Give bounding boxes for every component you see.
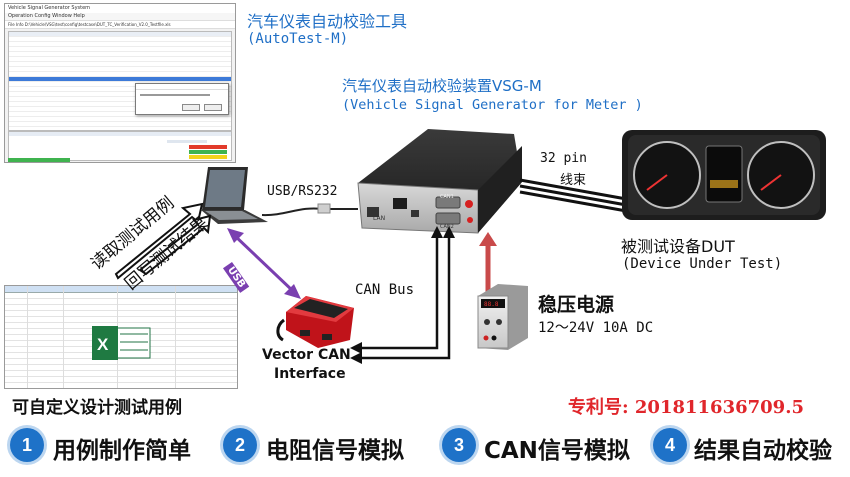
svg-text:X: X (97, 335, 109, 354)
power-supply: 88.8 (477, 284, 528, 350)
feature-2-label: 电阻信号模拟 (266, 438, 404, 464)
status-panel (8, 131, 232, 161)
usb-connector (317, 203, 331, 214)
status-led-icon (465, 200, 473, 208)
feature-3-label: CAN信号模拟 (484, 438, 630, 464)
dut-cluster (622, 130, 826, 220)
feature-4-badge: 4 (653, 428, 687, 462)
software-title-cn: 汽车仪表自动校验工具 (247, 12, 408, 31)
feature-3-badge: 3 (442, 428, 476, 462)
can-bus-label: CAN Bus (355, 282, 415, 298)
device-title-en: (Vehicle Signal Generator for Meter ) (342, 97, 643, 113)
feature-2-badge: 2 (223, 428, 257, 462)
feature-1-badge: 1 (10, 428, 44, 462)
message-dialog (135, 83, 229, 115)
excel-icon: X (92, 326, 151, 360)
vector-label-line1: Vector CAN (262, 347, 351, 363)
device-title-cn: 汽车仪表自动校验装置VSG-M (342, 77, 542, 95)
usb-rs232-label: USB/RS232 (267, 184, 338, 199)
software-title-en: (AutoTest-M) (247, 31, 349, 47)
dut-title-en: (Device Under Test) (622, 256, 783, 272)
lan-port (367, 207, 379, 217)
testcase-grid (8, 31, 232, 131)
software-screenshot: Vehicle Signal Generator System Operatio… (4, 3, 236, 163)
can2-port-label: CAN2 (440, 224, 454, 230)
software-window-title: Vehicle Signal Generator System (5, 4, 235, 13)
can2-port (435, 212, 461, 225)
feature-4-label: 结果自动校验 (694, 438, 832, 464)
pin-count-label: 32 pin (540, 151, 587, 166)
read-write-arrows (114, 202, 212, 280)
svg-text:88.8: 88.8 (484, 301, 499, 308)
patent-number: 专利号: 201811636709.5 (568, 397, 804, 418)
lan-port-label: LAN (373, 215, 386, 222)
power-title: 稳压电源 (538, 294, 615, 316)
power-spec: 12～24V 10A DC (538, 320, 654, 336)
laptop (201, 167, 268, 224)
feature-1-label: 用例制作简单 (53, 438, 191, 464)
spreadsheet-caption: 可自定义设计测试用例 (12, 398, 182, 418)
vector-can-device (276, 296, 354, 348)
vsg-device (357, 129, 522, 234)
progress-bar (8, 158, 70, 162)
software-menubar: Operation Config Window Help (5, 13, 235, 20)
dut-title-cn: 被测试设备DUT (621, 237, 735, 256)
can-bus-cable (358, 233, 451, 360)
software-pathbar: File Info D:\Vehicle\VSG\test\config\tes… (5, 20, 235, 29)
harness-label: 线束 (560, 173, 587, 188)
vector-label-line2: Interface (274, 366, 346, 382)
can1-port (435, 196, 461, 209)
harness-cable (519, 178, 633, 214)
power-switch (393, 198, 407, 209)
usb-link-arrow (232, 233, 296, 294)
can1-port-label: CAN1 (440, 194, 454, 200)
